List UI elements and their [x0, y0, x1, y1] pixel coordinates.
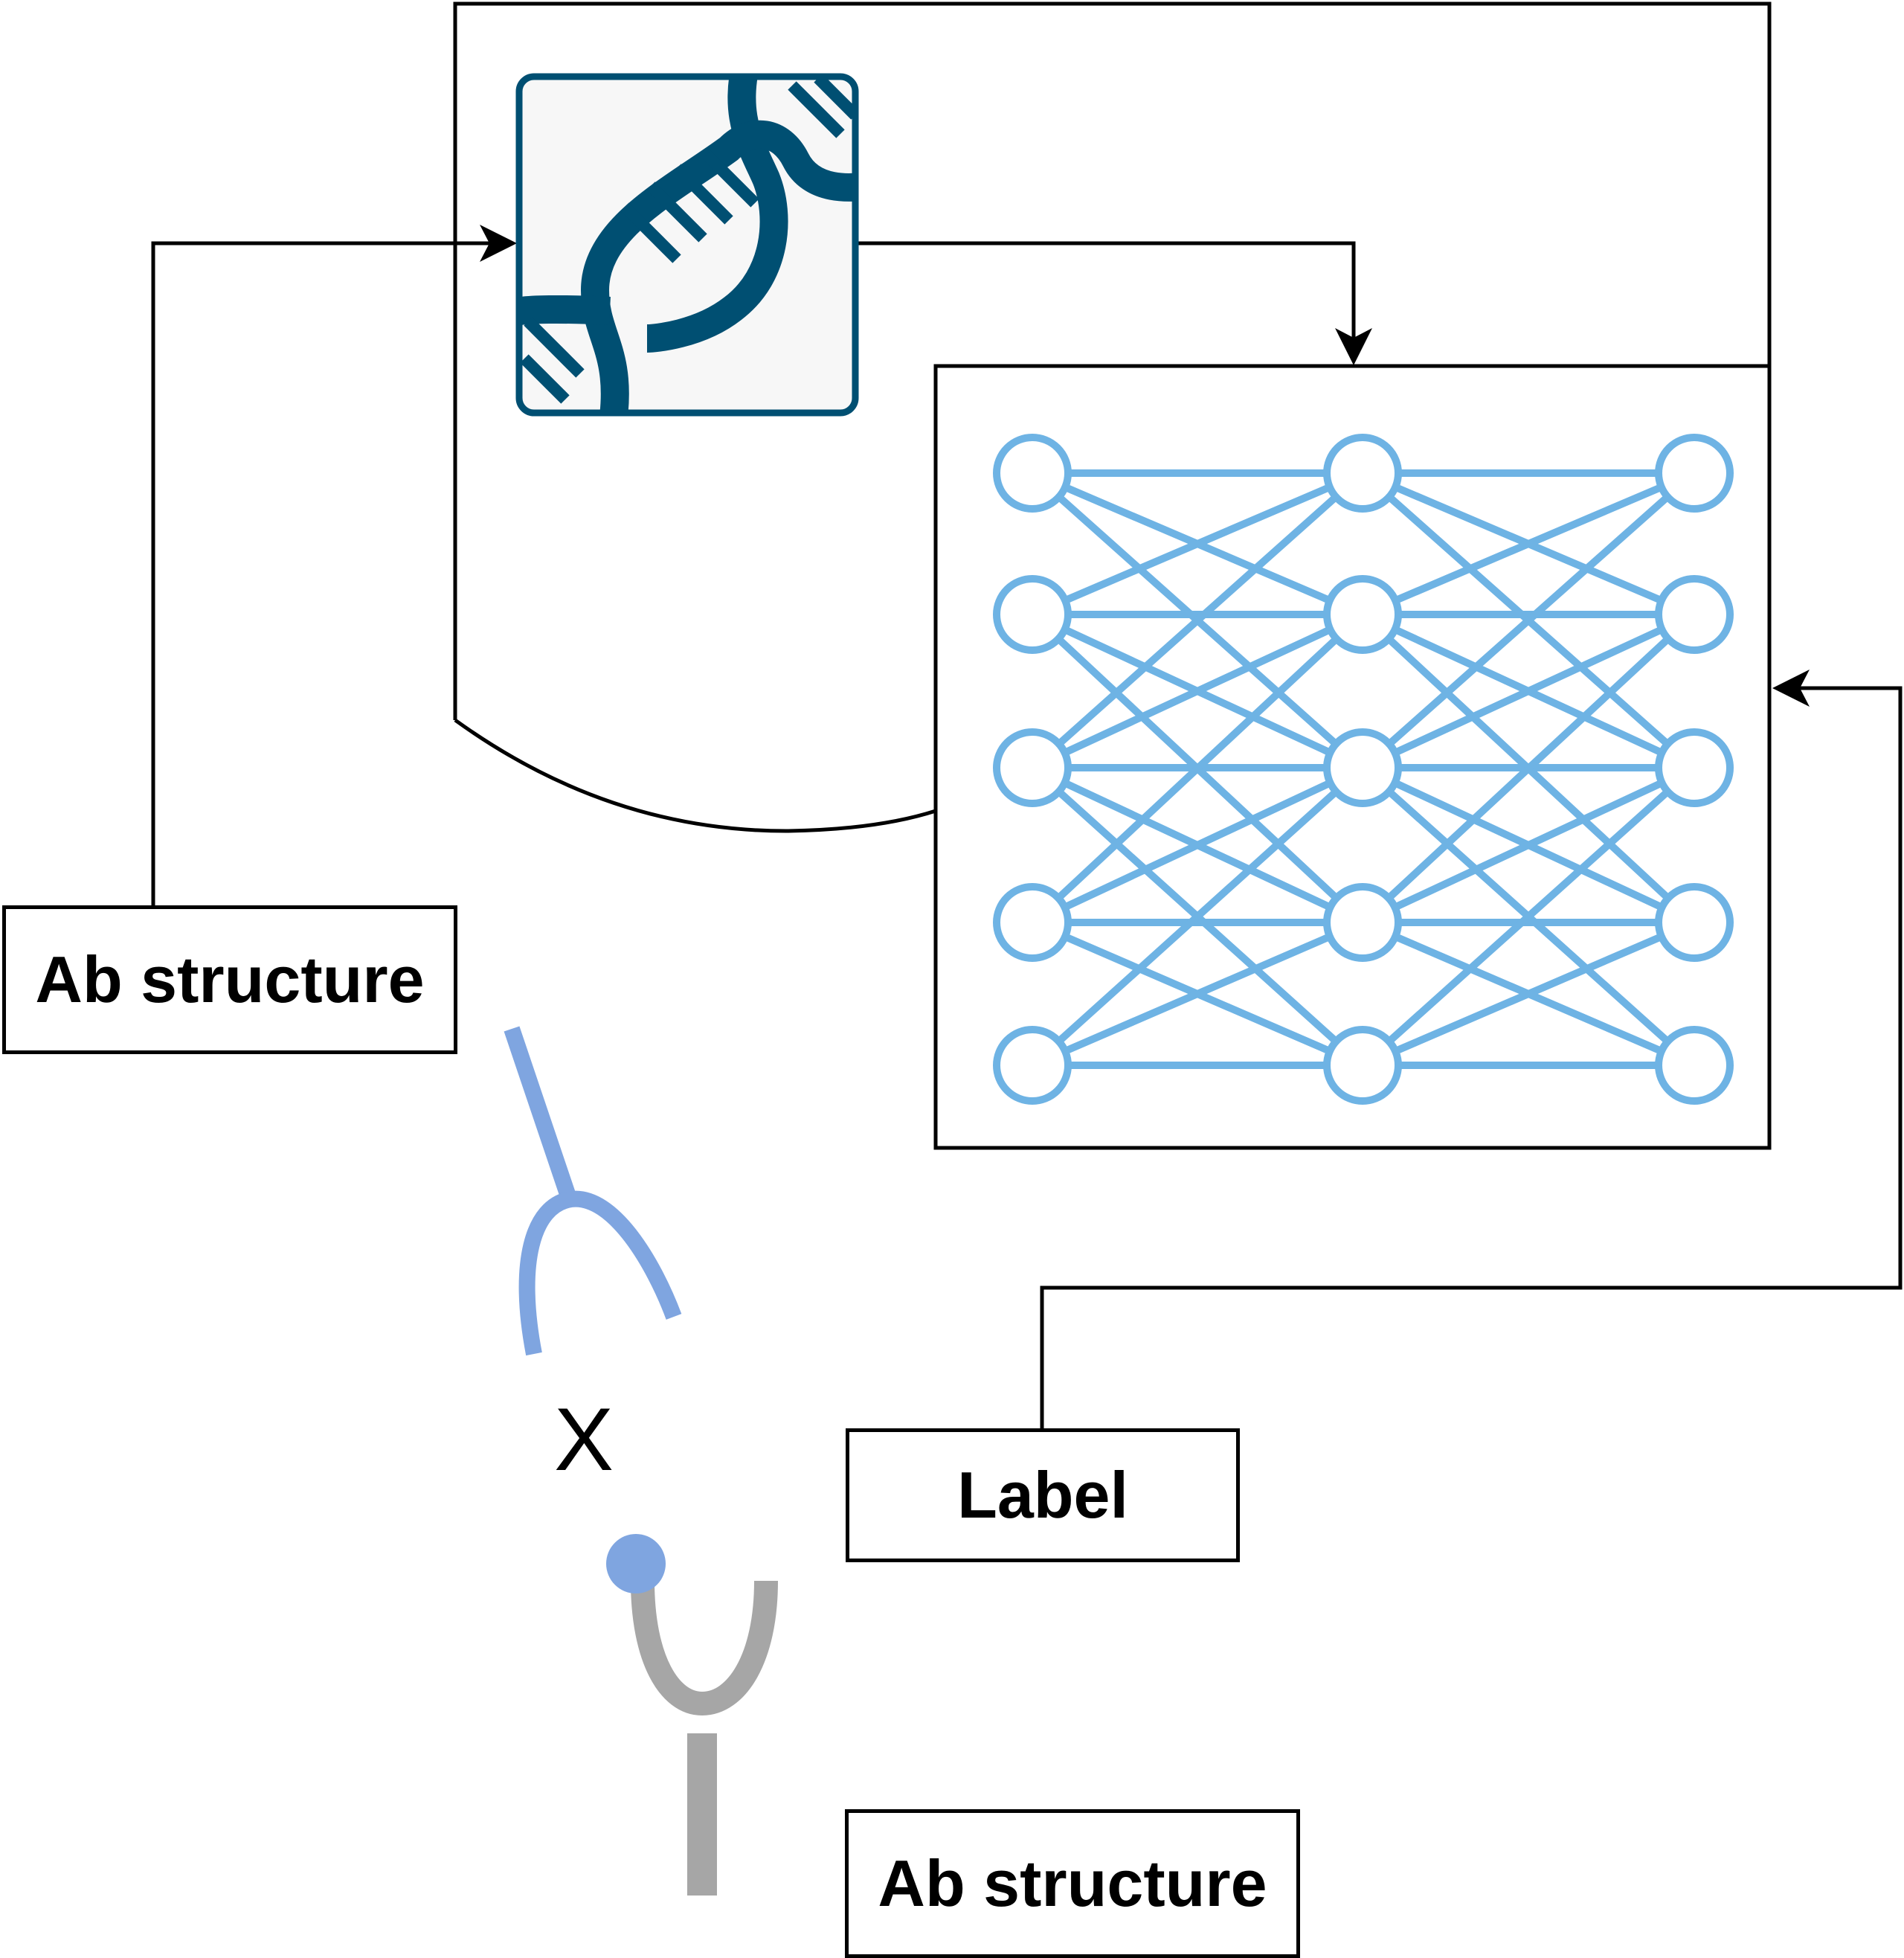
neural-network-icon	[993, 434, 1734, 1105]
network-edge	[1386, 494, 1670, 747]
network-node	[993, 728, 1072, 807]
network-node	[1655, 434, 1734, 513]
model-container	[453, 1, 1772, 833]
network-node	[1323, 434, 1402, 513]
network-node	[1323, 728, 1402, 807]
ab-structure-output-label: Ab structure	[878, 1846, 1267, 1920]
network-edge	[1063, 626, 1332, 757]
label-input-box: Label	[846, 1428, 1240, 1562]
network-node	[993, 434, 1072, 513]
antibody-icon	[504, 1026, 682, 1356]
network-node	[1655, 728, 1734, 807]
network-edge	[1056, 494, 1339, 747]
network-node	[993, 575, 1072, 654]
network-node	[1323, 1026, 1402, 1105]
network-edge	[1394, 484, 1663, 604]
network-edge	[1055, 636, 1339, 901]
network-node	[993, 883, 1072, 962]
cross-symbol: X	[553, 1390, 614, 1489]
network-edge	[1064, 484, 1331, 604]
antigen-icon	[606, 1534, 778, 1896]
network-edge	[1393, 779, 1664, 911]
network-edge	[1064, 933, 1331, 1055]
ab-structure-input-box: Ab structure	[2, 905, 457, 1054]
ab-structure-input-label: Ab structure	[35, 943, 425, 1016]
connector-ab-to-dna	[151, 225, 517, 905]
ab-structure-output-box: Ab structure	[845, 1809, 1300, 1958]
network-edge	[1394, 933, 1663, 1055]
network-edge	[1386, 635, 1671, 902]
network-node	[1655, 1026, 1734, 1105]
network-edge	[1386, 789, 1670, 1044]
connector-dna-to-network	[855, 241, 1372, 365]
network-edge	[1063, 779, 1332, 911]
network-edge	[1393, 626, 1664, 757]
network-node	[1323, 575, 1402, 654]
network-edge	[1056, 789, 1339, 1044]
network-node	[1323, 883, 1402, 962]
connector-label-to-network	[1040, 670, 1903, 1428]
dna-icon	[515, 73, 859, 417]
network-node	[1655, 883, 1734, 962]
label-input-text: Label	[957, 1458, 1128, 1532]
network-node	[1655, 575, 1734, 654]
network-node	[993, 1026, 1072, 1105]
